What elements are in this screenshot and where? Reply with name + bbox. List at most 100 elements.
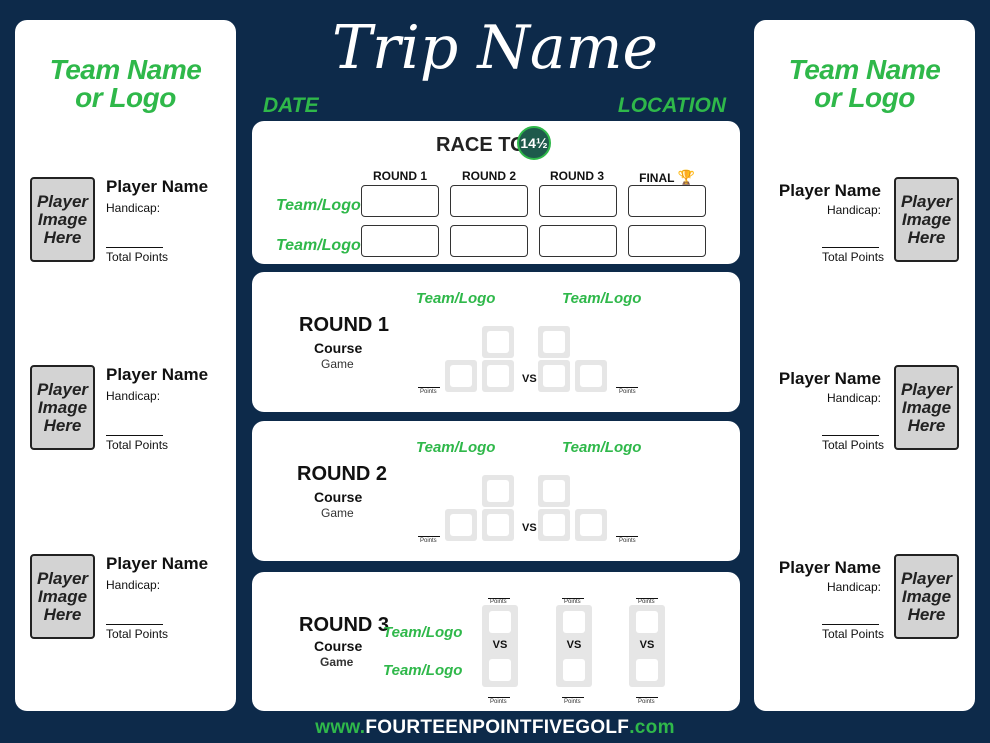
player-score-cell[interactable] (482, 360, 514, 392)
player-score-cell[interactable] (482, 475, 514, 507)
player-image-placeholder[interactable]: Player Image Here (894, 365, 959, 450)
race-to-title: RACE TO (436, 134, 526, 156)
score-box-team1-round1[interactable] (361, 185, 439, 217)
left-team-panel: Team Name or Logo Player Image Here Play… (15, 20, 236, 711)
player-image-placeholder[interactable]: Player Image Here (894, 177, 959, 262)
player-score-cell[interactable] (538, 326, 570, 358)
round-title: ROUND 2 (297, 463, 388, 485)
trophy-icon: 🏆 (677, 169, 695, 185)
total-points-label: Total Points (106, 250, 169, 264)
handicap-label: Handicap: (106, 389, 161, 403)
race-row-team-2: Team/Logo (276, 237, 361, 254)
player-score-cell[interactable] (563, 611, 585, 633)
player-image-placeholder[interactable]: Player Image Here (30, 177, 95, 262)
round-course: Course (314, 340, 363, 356)
points-label: Points (490, 599, 507, 605)
points-line (488, 598, 510, 599)
team-b-label: Team/Logo (383, 662, 463, 679)
left-player-2: Player Image Here Player Name Handicap: … (15, 365, 236, 455)
player-score-cell[interactable] (445, 509, 477, 541)
points-line (562, 598, 584, 599)
player-image-placeholder[interactable]: Player Image Here (30, 365, 95, 450)
round-1-card: ROUND 1 Course Game Team/Logo Team/Logo … (252, 272, 740, 412)
points-label: Points (564, 699, 581, 705)
round-game: Game (320, 655, 354, 669)
player-score-cell[interactable] (482, 509, 514, 541)
trip-name-title: Trip Name (331, 13, 659, 83)
points-label: Points (619, 389, 636, 395)
points-line (636, 697, 658, 698)
player-score-cell[interactable] (489, 611, 511, 633)
vs-label: VS (639, 639, 655, 651)
website-footer[interactable]: www.FOURTEENPOINTFIVEGOLF.com (315, 717, 675, 738)
round-game: Game (321, 357, 354, 371)
player-name: Player Name (106, 177, 209, 196)
score-box-team1-final[interactable] (628, 185, 706, 217)
points-label: Points (564, 599, 581, 605)
right-player-1: Player Name Handicap: Total Points Playe… (754, 177, 975, 267)
score-box-team2-final[interactable] (628, 225, 706, 257)
handicap-label: Handicap: (106, 201, 161, 215)
round-game: Game (321, 506, 354, 520)
points-label: Points (420, 389, 437, 395)
race-target-logo: 14½ (517, 126, 551, 160)
points-line (418, 536, 440, 537)
right-player-3: Player Name Handicap: Total Points Playe… (754, 554, 975, 644)
points-label: Points (490, 699, 507, 705)
player-score-cell[interactable] (538, 360, 570, 392)
player-score-cell[interactable] (482, 326, 514, 358)
score-box-team2-round2[interactable] (450, 225, 528, 257)
right-player-2: Player Name Handicap: Total Points Playe… (754, 365, 975, 455)
total-points-label: Total Points (822, 438, 885, 452)
player-score-cell[interactable] (489, 659, 511, 681)
total-points-label: Total Points (106, 438, 169, 452)
location-label: LOCATION (617, 94, 726, 117)
vs-label: VS (566, 639, 582, 651)
player-score-cell[interactable] (445, 360, 477, 392)
player-score-cell[interactable] (538, 475, 570, 507)
team-b-label: Team/Logo (562, 439, 642, 456)
points-line (616, 536, 638, 537)
total-points-label: Total Points (822, 250, 885, 264)
points-line (562, 697, 584, 698)
left-team-title: Team Name or Logo (49, 54, 202, 113)
round-course: Course (314, 638, 363, 654)
total-points-line (822, 624, 879, 625)
points-line (636, 598, 658, 599)
total-points-line (106, 435, 163, 436)
score-box-team1-round3[interactable] (539, 185, 617, 217)
match-column: VS (629, 605, 665, 687)
handicap-label: Handicap: (826, 391, 881, 405)
left-player-1: Player Image Here Player Name Handicap: … (15, 177, 236, 267)
score-box-team2-round3[interactable] (539, 225, 617, 257)
total-points-line (106, 624, 163, 625)
right-team-title: Team Name or Logo (788, 54, 941, 113)
total-points-line (106, 247, 163, 248)
date-label: DATE (263, 94, 319, 117)
total-points-line (822, 435, 879, 436)
score-box-team1-round2[interactable] (450, 185, 528, 217)
player-score-cell[interactable] (563, 659, 585, 681)
points-label: Points (638, 599, 655, 605)
round-2-card: ROUND 2 Course Game Team/Logo Team/Logo … (252, 421, 740, 561)
team-a-label: Team/Logo (383, 624, 463, 641)
match-column: VS (482, 605, 518, 687)
player-score-cell[interactable] (575, 509, 607, 541)
points-line (418, 387, 440, 388)
points-line (616, 387, 638, 388)
player-score-cell[interactable] (575, 360, 607, 392)
team-a-label: Team/Logo (416, 439, 496, 456)
player-image-placeholder[interactable]: Player Image Here (894, 554, 959, 639)
player-name: Player Name (778, 181, 881, 200)
team-a-label: Team/Logo (416, 290, 496, 307)
player-image-placeholder[interactable]: Player Image Here (30, 554, 95, 639)
player-score-cell[interactable] (636, 659, 658, 681)
score-box-team2-round1[interactable] (361, 225, 439, 257)
player-score-cell[interactable] (636, 611, 658, 633)
player-score-cell[interactable] (538, 509, 570, 541)
column-header-round-3: ROUND 3 (549, 169, 604, 183)
left-player-3: Player Image Here Player Name Handicap: … (15, 554, 236, 644)
vs-label: VS (492, 639, 508, 651)
points-line (488, 697, 510, 698)
points-label: Points (638, 699, 655, 705)
